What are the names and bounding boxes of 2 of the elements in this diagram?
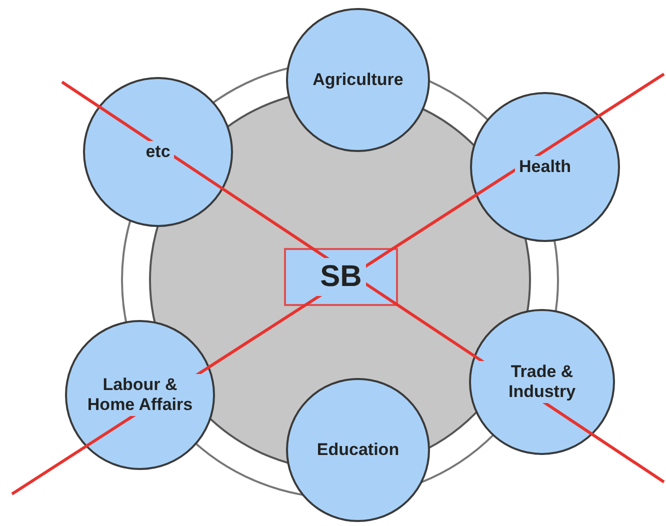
hub-label: SB [316, 258, 366, 296]
hub-box [284, 248, 398, 306]
